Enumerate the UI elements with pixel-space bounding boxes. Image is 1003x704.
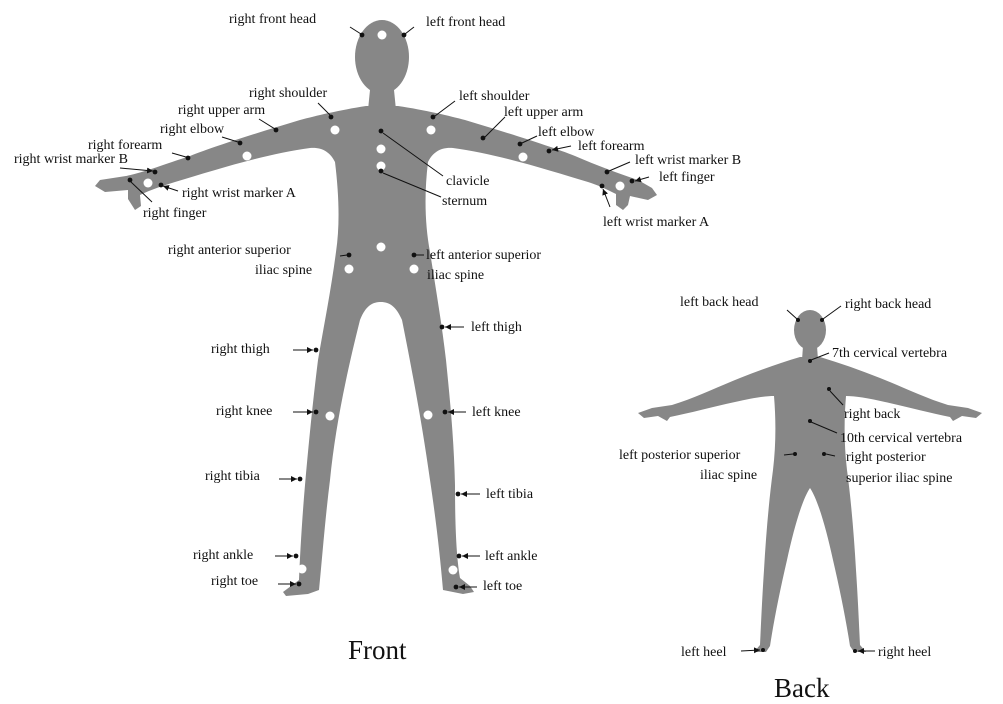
- label-t10: 10th cervical vertebra: [840, 431, 963, 446]
- label-left-wrist-marker-b: left wrist marker B: [635, 153, 741, 168]
- label-right-elbow: right elbow: [160, 122, 225, 137]
- label-left-tibia: left tibia: [486, 487, 534, 502]
- label-right-psis-line1: right posterior: [846, 450, 926, 465]
- label-left-shoulder: left shoulder: [459, 89, 530, 104]
- label-sternum: sternum: [442, 194, 487, 209]
- label-right-wrist-marker-a: right wrist marker A: [182, 186, 297, 201]
- label-right-back: right back: [844, 407, 900, 422]
- label-clavicle: clavicle: [446, 174, 490, 189]
- label-left-asis-line2: iliac spine: [427, 268, 484, 283]
- label-left-toe: left toe: [483, 579, 522, 594]
- label-left-wrist-marker-a: left wrist marker A: [603, 215, 710, 230]
- label-right-front-head: right front head: [229, 12, 316, 27]
- label-left-elbow: left elbow: [538, 125, 595, 140]
- label-left-knee: left knee: [472, 405, 521, 420]
- label-left-psis-line2: iliac spine: [700, 468, 757, 483]
- caption-front: Front: [348, 635, 407, 665]
- label-right-asis-line2: iliac spine: [255, 263, 312, 278]
- label-right-heel: right heel: [878, 645, 931, 660]
- label-left-forearm: left forearm: [578, 139, 645, 154]
- label-c7: 7th cervical vertebra: [832, 346, 948, 361]
- caption-back: Back: [774, 673, 830, 703]
- label-right-asis-line1: right anterior superior: [168, 243, 291, 258]
- label-right-forearm: right forearm: [88, 138, 162, 153]
- label-right-tibia: right tibia: [205, 469, 261, 484]
- label-right-toe: right toe: [211, 574, 258, 589]
- label-left-upper-arm: left upper arm: [504, 105, 583, 120]
- label-left-ankle: left ankle: [485, 549, 537, 564]
- label-right-ankle: right ankle: [193, 548, 253, 563]
- label-right-shoulder: right shoulder: [249, 86, 327, 101]
- label-right-finger: right finger: [143, 206, 207, 221]
- label-left-psis-line1: left posterior superior: [619, 448, 741, 463]
- label-left-front-head: left front head: [426, 15, 505, 30]
- label-right-wrist-marker-b: right wrist marker B: [14, 152, 128, 167]
- label-left-thigh: left thigh: [471, 320, 522, 335]
- label-left-finger: left finger: [659, 170, 715, 185]
- label-right-back-head: right back head: [845, 297, 931, 312]
- label-right-thigh: right thigh: [211, 342, 270, 357]
- label-right-psis-line2: superior iliac spine: [846, 471, 953, 486]
- label-right-knee: right knee: [216, 404, 272, 419]
- label-right-upper-arm: right upper arm: [178, 103, 265, 118]
- label-left-heel: left heel: [681, 645, 727, 660]
- label-left-asis-line1: left anterior superior: [426, 248, 541, 263]
- label-left-back-head: left back head: [680, 295, 759, 310]
